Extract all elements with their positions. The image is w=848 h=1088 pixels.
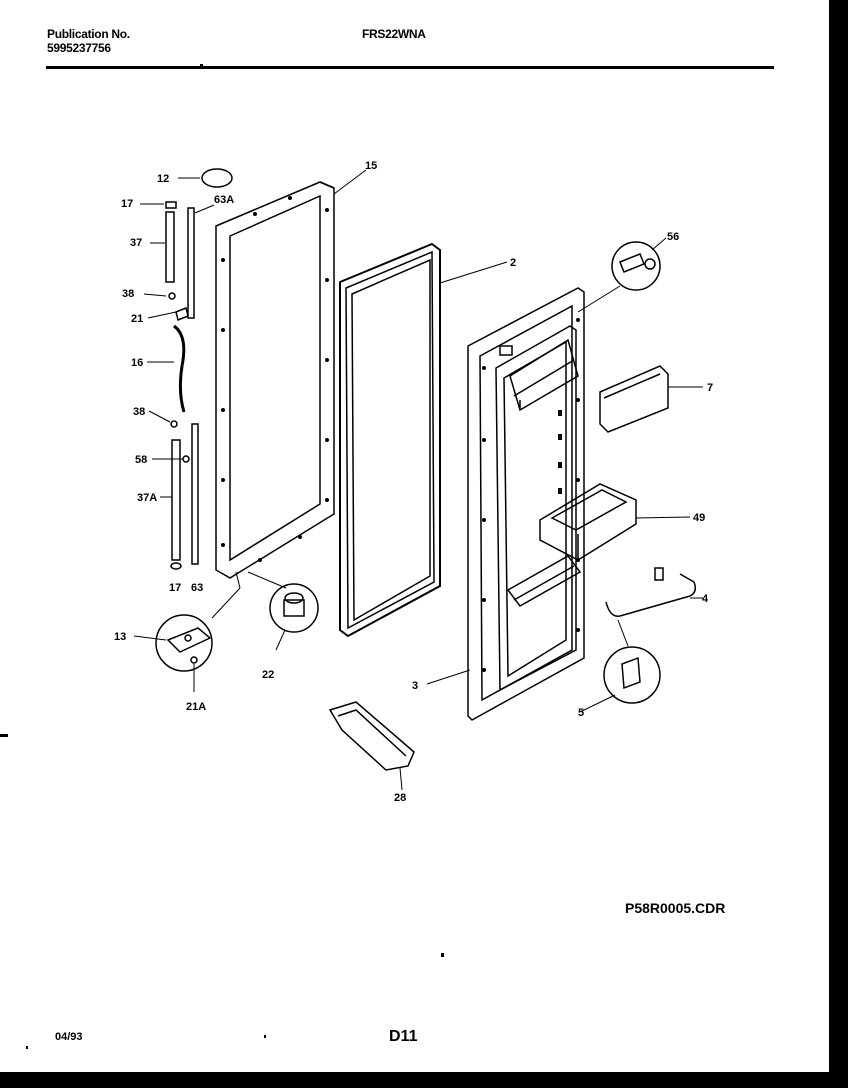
part-7-dairy-door: [599, 365, 703, 433]
callout-3: 3: [412, 680, 418, 692]
callout-15: 15: [365, 160, 377, 172]
callout-38-lower: 38: [133, 406, 145, 418]
callout-63A: 63A: [214, 194, 234, 206]
part-63A-trim: [187, 204, 215, 319]
part-49-door-bin: [539, 483, 691, 561]
part-2-door-gasket: [339, 242, 508, 638]
callout-37A: 37A: [137, 492, 157, 504]
header-rule: [46, 66, 774, 69]
part-58-screw: [152, 455, 190, 463]
part-22-door-stop-detail: [247, 571, 319, 651]
part-16-handle: [147, 324, 186, 413]
callout-37: 37: [130, 237, 142, 249]
callout-38: 38: [122, 288, 134, 300]
callout-5: 5: [578, 707, 584, 719]
part-37-handle-trim: [150, 211, 175, 283]
part-5-clip-detail: [579, 619, 661, 713]
part-63-trim: [191, 423, 199, 565]
part-28-bin: [328, 701, 415, 791]
callout-63: 63: [191, 582, 203, 594]
part-4-bracket: [605, 567, 703, 617]
callout-13: 13: [114, 631, 126, 643]
scan-border-bottom: [0, 1072, 848, 1088]
callout-49: 49: [693, 512, 705, 524]
part-17-cap-bottom: [170, 562, 182, 570]
part-13-hinge-detail: [133, 571, 241, 692]
callout-labels: 12 17 63A 37 38 21 16 38 58 37A 17 63 15…: [114, 160, 713, 804]
scan-border-right: [829, 0, 848, 1088]
callout-21: 21: [131, 313, 143, 325]
callout-4: 4: [702, 593, 709, 605]
callout-12: 12: [157, 173, 169, 185]
part-56-screw-detail: [611, 237, 667, 291]
callout-28: 28: [394, 792, 406, 804]
part-38-screw-bottom: [148, 410, 178, 428]
model-number: FRS22WNA: [362, 27, 426, 41]
callout-2: 2: [510, 257, 516, 269]
drawing-file-name: P58R0005.CDR: [625, 900, 726, 916]
callout-17: 17: [121, 198, 133, 210]
page-number: D11: [389, 1028, 418, 1045]
part-17-cap-top: [140, 201, 177, 209]
callout-56: 56: [667, 231, 679, 243]
part-38-screw-top: [143, 292, 176, 300]
callout-22: 22: [262, 669, 274, 681]
callout-58: 58: [135, 454, 147, 466]
scan-specks: [0, 64, 444, 1049]
part-12-emblem: [178, 168, 233, 188]
part-37A-handle-trim: [160, 439, 181, 561]
publication-number: 5995237756: [47, 41, 111, 55]
publication-label: Publication No.: [47, 27, 130, 41]
issue-date: 04/93: [55, 1031, 83, 1043]
part-21-screw: [147, 306, 189, 322]
callout-17-lower: 17: [169, 582, 181, 594]
part-15-door-outer-panel: [215, 169, 367, 579]
callout-16: 16: [131, 357, 143, 369]
part-3-door-liner: [426, 285, 621, 721]
callout-7: 7: [707, 382, 713, 394]
callout-21A: 21A: [186, 701, 206, 713]
